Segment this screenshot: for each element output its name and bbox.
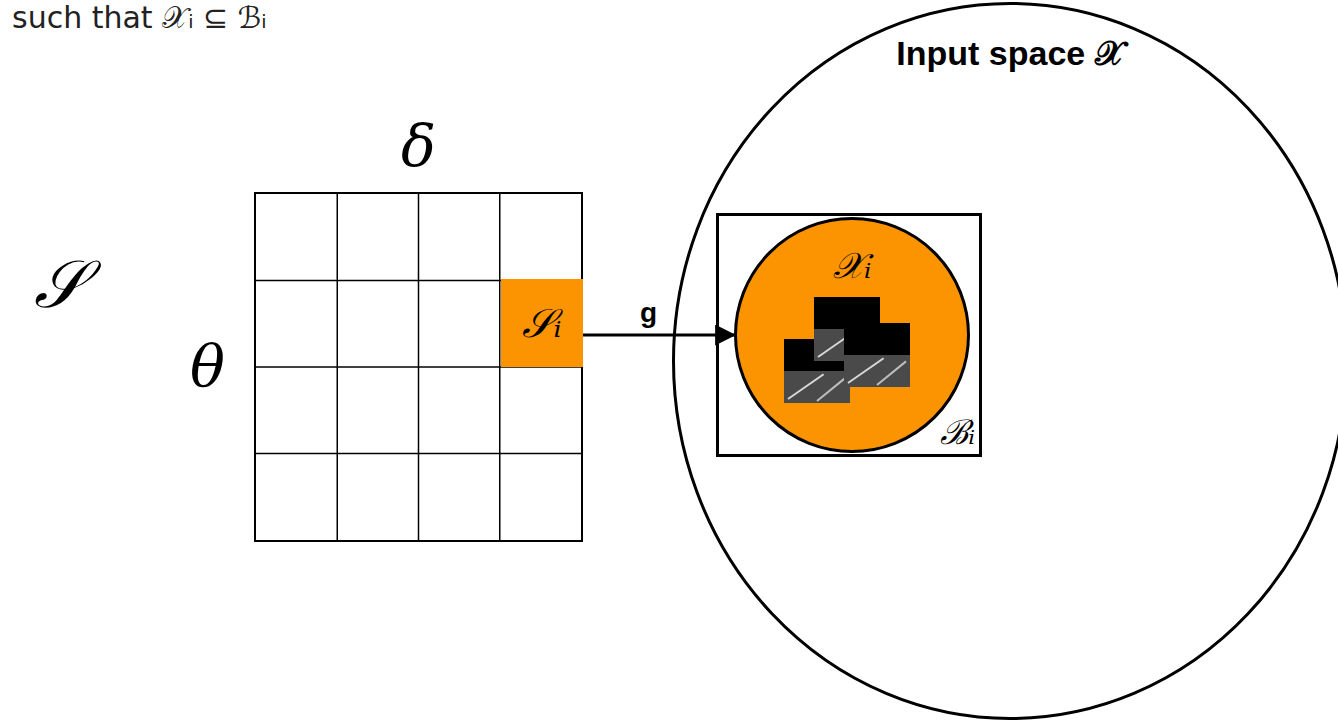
arrow-label: g <box>638 297 659 329</box>
note-text: such that 𝒳ᵢ ⊆ ℬᵢ <box>12 0 267 36</box>
input-space: Input space 𝒳 ℬᵢ 𝒳ᵢ <box>672 2 1338 720</box>
set-label: 𝒳ᵢ <box>734 245 970 287</box>
cell-label: 𝒮ᵢ <box>522 300 561 347</box>
image-set-circle: 𝒳ᵢ <box>734 217 970 453</box>
bounding-box: ℬᵢ 𝒳ᵢ <box>716 213 982 457</box>
region-title: Input space 𝒳 <box>672 34 1338 74</box>
parameter-grid: δθ𝒮ᵢ <box>254 192 583 542</box>
grid-lines <box>256 194 581 540</box>
box-label: ℬᵢ <box>940 408 975 454</box>
axis-label: θ <box>190 332 225 400</box>
space-label: 𝒮 <box>34 246 85 324</box>
axis-label: δ <box>256 112 581 180</box>
mapping-arrow <box>583 334 734 337</box>
grid-cell: 𝒮ᵢ <box>501 279 583 367</box>
